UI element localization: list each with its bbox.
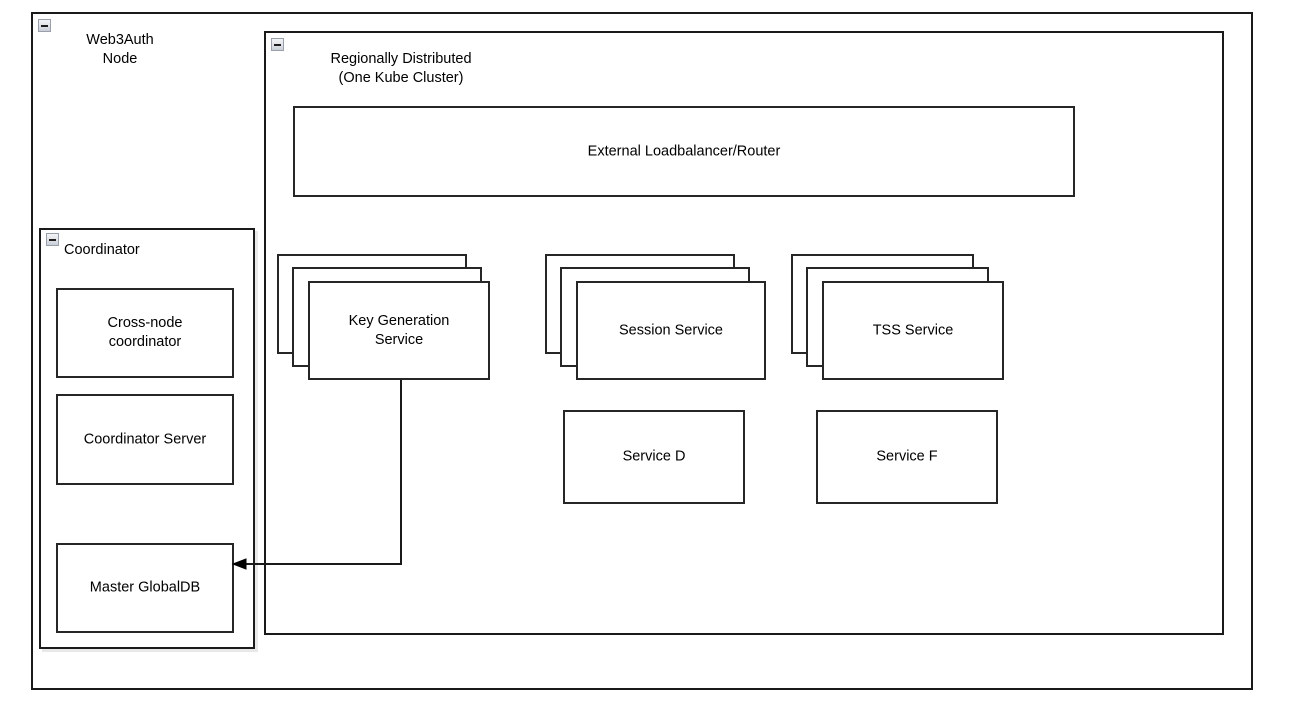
box-label-cross-node-coordinator: Cross-node coordinator (107, 315, 183, 350)
box-service-f[interactable]: Service F (816, 410, 998, 504)
stack-sheet-front[interactable]: Key Generation Service (308, 281, 490, 380)
box-label-service-d: Service D (622, 448, 686, 465)
collapse-minus-icon-cluster[interactable] (271, 38, 284, 51)
box-label-service-f: Service F (876, 448, 938, 465)
stack-session-service[interactable]: Session Service (545, 254, 767, 382)
container-label-cluster: Regionally Distributed (One Kube Cluster… (330, 51, 472, 86)
box-cross-node-coordinator[interactable]: Cross-node coordinator (56, 288, 234, 378)
stack-tss-service[interactable]: TSS Service (791, 254, 1004, 382)
stack-key-generation-service[interactable]: Key Generation Service (277, 254, 492, 382)
box-coordinator-server[interactable]: Coordinator Server (56, 394, 234, 485)
box-external-loadbalancer-router[interactable]: External Loadbalancer/Router (293, 106, 1075, 197)
box-service-d[interactable]: Service D (563, 410, 745, 504)
box-label-external-loadbalancer-router: External Loadbalancer/Router (587, 143, 781, 159)
collapse-minus-icon-coordinator[interactable] (46, 233, 59, 246)
container-label-web3auth: Web3Auth Node (86, 32, 154, 67)
stack-sheet-front[interactable]: Session Service (576, 281, 766, 380)
stack-sheet-front[interactable]: TSS Service (822, 281, 1004, 380)
box-label-master-globaldb: Master GlobalDB (89, 579, 201, 596)
box-label-coordinator-server: Coordinator Server (83, 431, 207, 447)
box-label-session-service: Session Service (619, 322, 723, 338)
collapse-minus-icon-web3auth[interactable] (38, 19, 51, 32)
box-label-tss-service: TSS Service (872, 322, 954, 338)
box-label-key-generation-service: Key Generation Service (348, 312, 450, 348)
box-master-globaldb[interactable]: Master GlobalDB (56, 543, 234, 633)
container-label-coordinator: Coordinator (64, 242, 140, 258)
